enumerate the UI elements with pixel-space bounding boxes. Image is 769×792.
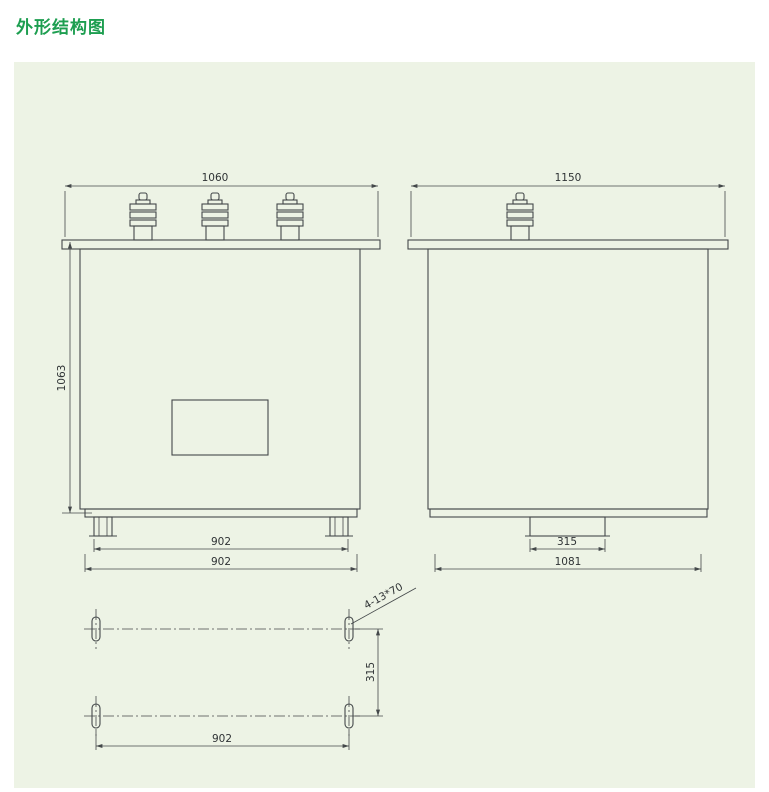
slot-spec-label: 4-13*70: [362, 581, 405, 612]
bushing-icon: [506, 192, 534, 241]
side-view: [407, 192, 729, 537]
side-tank-body: [427, 248, 709, 510]
front-nameplate: [171, 399, 269, 456]
dim-side-top-width: 1150: [410, 172, 726, 237]
dim-label-hole-spacing: 902: [212, 733, 232, 745]
dim-front-base-width: 902: [84, 554, 358, 572]
dim-front-top-width: 1060: [64, 172, 379, 237]
dim-label-front-foot-span: 902: [211, 536, 231, 548]
side-base-channel: [429, 508, 708, 518]
front-base-channel: [84, 508, 358, 518]
dim-front-height: 1063: [56, 242, 92, 514]
dim-bottom-hole-spacing: 902: [95, 731, 350, 750]
mounting-slot: [344, 616, 354, 642]
drawing-panel: [14, 62, 755, 788]
dim-label-front-height: 1063: [56, 365, 68, 392]
bushing-icon: [201, 192, 229, 241]
side-center-foot: [529, 516, 606, 537]
bottom-view: [84, 609, 360, 736]
side-lid: [407, 239, 729, 250]
dim-front-foot-span: 902: [93, 536, 349, 552]
front-lid: [61, 239, 381, 250]
bushing-icon: [129, 192, 157, 241]
front-left-foot: [93, 516, 113, 537]
dim-label-row-spacing: 315: [365, 662, 377, 682]
bushing-icon: [276, 192, 304, 241]
leader-line: [350, 587, 417, 625]
mounting-slot: [91, 703, 101, 729]
dim-label-side-foot-width: 315: [557, 536, 577, 548]
page-title: 外形结构图: [16, 18, 106, 37]
dim-label-side-base-width: 1081: [555, 556, 582, 568]
callout-slot-spec: 4-13*70: [350, 581, 417, 625]
front-right-foot: [329, 516, 349, 537]
dim-bottom-row-spacing: 315: [355, 628, 383, 717]
dim-side-foot-width: 315: [529, 536, 606, 552]
mounting-slot: [91, 616, 101, 642]
mounting-slot: [344, 703, 354, 729]
dim-label-side-top-width: 1150: [555, 172, 582, 184]
dim-label-front-base-width: 902: [211, 556, 231, 568]
dim-label-front-top-width: 1060: [202, 172, 229, 184]
front-tank-body: [79, 248, 361, 510]
front-view: [61, 192, 381, 537]
dim-side-base-width: 1081: [434, 554, 702, 572]
